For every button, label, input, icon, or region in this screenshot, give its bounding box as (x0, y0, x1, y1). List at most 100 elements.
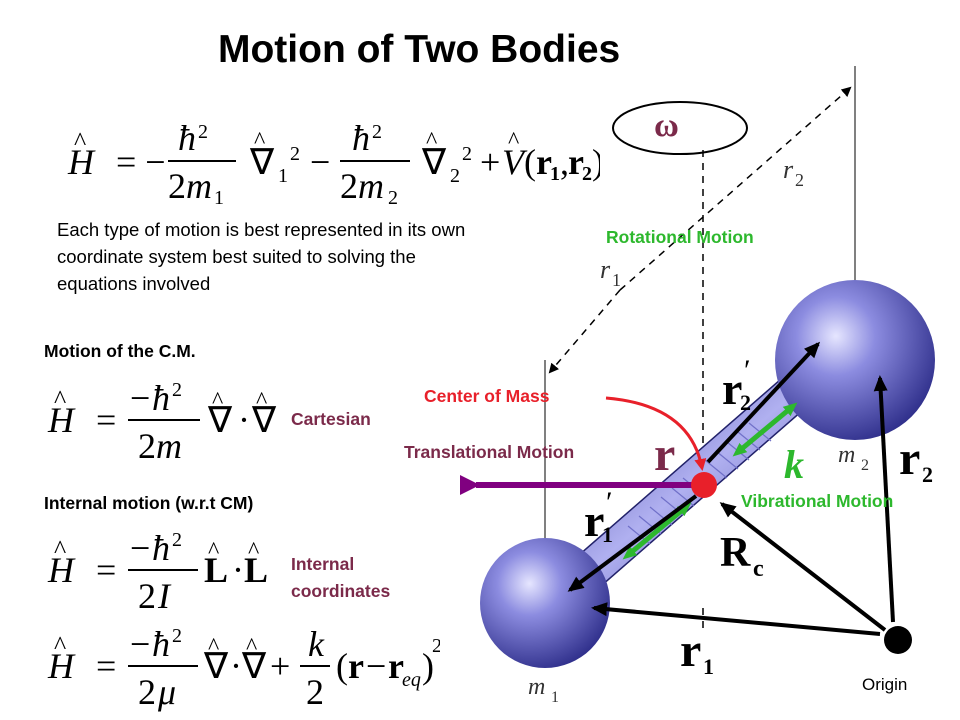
svg-text:V: V (502, 142, 528, 182)
svg-text:2: 2 (922, 462, 933, 487)
svg-text:,: , (560, 142, 569, 182)
svg-text:H: H (47, 400, 76, 440)
svg-text:μ: μ (157, 672, 176, 712)
svg-text:2: 2 (138, 672, 156, 712)
svg-text:ħ: ħ (152, 624, 170, 664)
r1-prime-vector (567, 494, 698, 592)
svg-text:r: r (899, 432, 920, 485)
svg-text:2: 2 (172, 529, 182, 551)
center-of-mass-pointer (605, 396, 707, 471)
svg-text:^: ^ (54, 535, 66, 564)
omega-label: ω (654, 107, 679, 144)
center-of-mass-label: Center of Mass (424, 386, 550, 406)
svg-text:eq: eq (402, 669, 421, 691)
two-body-diagram: ω r 2 r 1 m 2 m 1 r k r 2 r 1 R c r ′ 2 … (460, 66, 935, 706)
svg-text:·: · (230, 646, 242, 686)
svg-text:H: H (47, 646, 76, 686)
svg-text:2: 2 (372, 121, 382, 143)
svg-text:1: 1 (551, 689, 559, 706)
svg-text:): ) (592, 142, 600, 182)
r1-label: r 1 (680, 624, 714, 679)
svg-text:^: ^ (54, 385, 66, 414)
svg-text:′: ′ (744, 354, 751, 387)
svg-text:^: ^ (54, 631, 66, 660)
vibrational-hamiltonian-equation: H ^ = − ħ 2 2 μ ∇ ^ · ∇ ^ + k 2 ( r − r … (47, 624, 440, 712)
svg-text:2: 2 (740, 390, 751, 415)
svg-text:r: r (568, 142, 584, 182)
r1-dashed-arrow (548, 289, 621, 374)
svg-text:+: + (480, 142, 500, 182)
svg-text:I: I (157, 576, 172, 616)
svg-text:m: m (838, 442, 855, 468)
svg-text:r: r (536, 142, 552, 182)
description-text: Each type of motion is best represented … (57, 219, 466, 294)
svg-text:r: r (600, 255, 611, 284)
svg-text:^: ^ (248, 538, 259, 564)
r2-prime-label: r ′ 2 (722, 354, 751, 415)
svg-text:−: − (366, 646, 386, 686)
vibration-arrow-lower (622, 502, 692, 560)
svg-text:H: H (47, 550, 76, 590)
svg-text:r: r (783, 155, 794, 184)
svg-text:1: 1 (278, 165, 288, 187)
svg-text:∇: ∇ (251, 400, 277, 440)
translational-motion-label: Translational Motion (404, 442, 575, 462)
svg-text:−: − (130, 378, 150, 418)
svg-text:2: 2 (462, 143, 472, 165)
svg-text:1: 1 (612, 270, 621, 290)
svg-text:1: 1 (214, 187, 224, 208)
cm-motion-heading: Motion of the C.M. (44, 341, 196, 361)
rotation-ellipse (612, 101, 748, 155)
svg-text:r: r (584, 495, 604, 546)
svg-text:= −: = − (116, 142, 166, 182)
r2-label: r 2 (899, 432, 933, 487)
svg-text:=: = (96, 550, 116, 590)
svg-text:r: r (388, 646, 404, 686)
svg-text:L: L (204, 550, 228, 590)
svg-text:r: r (348, 646, 364, 686)
svg-text:m: m (528, 674, 545, 700)
svg-text:^: ^ (508, 128, 519, 154)
svg-text:^: ^ (254, 128, 265, 154)
svg-text:^: ^ (74, 127, 86, 156)
internal-motion-heading: Internal motion (w.r.t CM) (44, 493, 254, 513)
svg-text:∇: ∇ (421, 142, 447, 182)
rotational-motion-label: Rotational Motion (606, 227, 754, 247)
svg-text:^: ^ (246, 634, 257, 660)
svg-text:2: 2 (172, 379, 182, 401)
r1-prime-label: r ′ 1 (584, 486, 613, 547)
svg-text:2: 2 (290, 143, 300, 165)
r2-dashed-label: r 2 (783, 155, 804, 190)
svg-text:+: + (270, 646, 290, 686)
page-title: Motion of Two Bodies (218, 28, 621, 71)
svg-text:k: k (308, 624, 325, 664)
vibrational-motion-label: Vibrational Motion (741, 491, 894, 511)
svg-text:·: · (238, 400, 250, 440)
svg-text:(: ( (336, 646, 348, 686)
origin-dot (884, 626, 912, 654)
svg-text:·: · (232, 550, 244, 590)
svg-text:2: 2 (340, 166, 358, 206)
svg-text:^: ^ (256, 388, 267, 414)
rotational-hamiltonian-equation: H ^ = − ħ 2 2 I L ^ · L ^ (47, 528, 268, 616)
svg-text:∇: ∇ (241, 646, 267, 686)
mass-m1-sphere (480, 538, 610, 668)
svg-text:′: ′ (606, 486, 613, 519)
svg-text:m: m (186, 166, 212, 206)
svg-text:ħ: ħ (152, 378, 170, 418)
svg-text:2: 2 (198, 121, 208, 143)
svg-text:1: 1 (602, 522, 613, 547)
svg-text:m: m (156, 426, 182, 466)
internal-coordinates-label: Internal coordinates (291, 554, 391, 601)
svg-text:2: 2 (168, 166, 186, 206)
r-vector-label: r (654, 428, 675, 481)
svg-text:−: − (130, 528, 150, 568)
svg-text:H: H (67, 142, 96, 182)
svg-text:2: 2 (432, 635, 440, 657)
spring-constant-label: k (784, 442, 804, 487)
main-hamiltonian-equation: H ^ = − ħ 2 2 m 1 ∇ ^ 1 2 − ħ 2 2 m 2 ∇ … (67, 118, 600, 208)
svg-text:): ) (422, 646, 434, 686)
svg-text:=: = (96, 400, 116, 440)
r1-dashed-label: r 1 (600, 255, 621, 290)
svg-text:^: ^ (212, 388, 223, 414)
